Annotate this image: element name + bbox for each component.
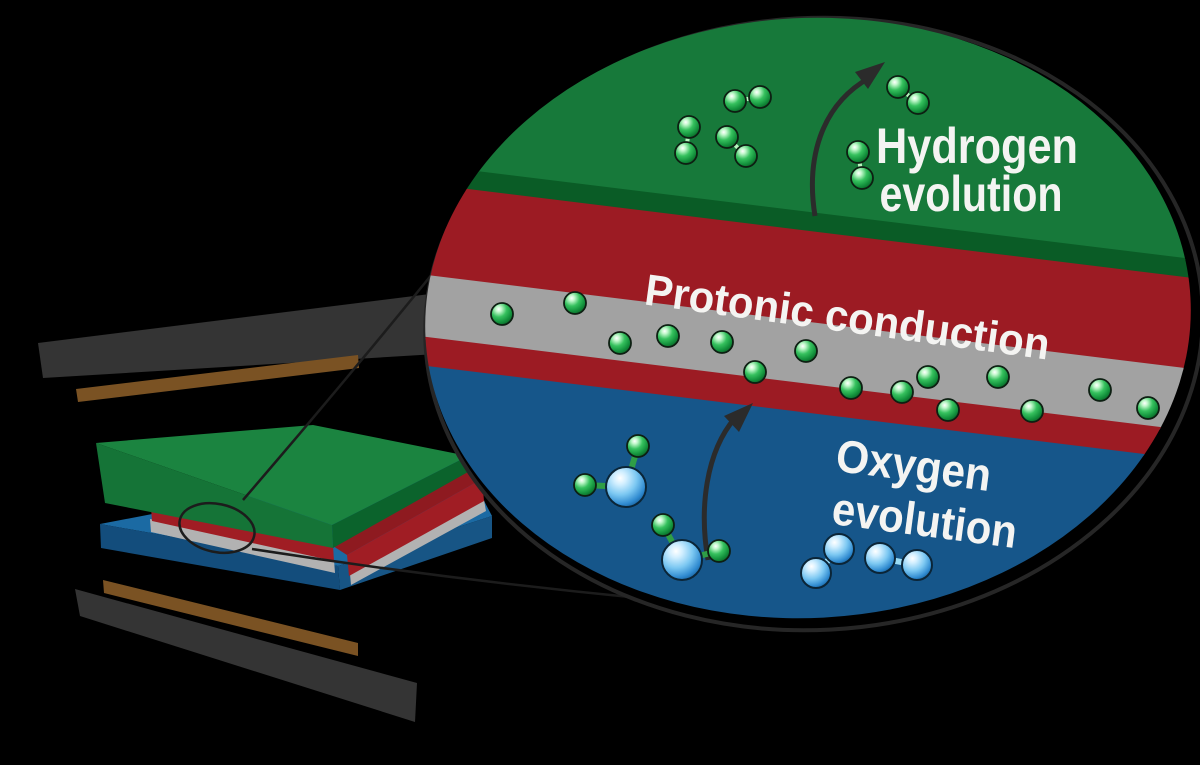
proton (608, 331, 632, 355)
h-atom (707, 539, 731, 563)
lens: Hydrogen evolution Protonic conduction O… (409, 0, 1200, 638)
water-molecule (651, 513, 731, 581)
o-atom (901, 549, 933, 581)
proton (563, 291, 587, 315)
proton (1020, 399, 1044, 423)
h-atom (846, 140, 870, 164)
hydrogen-molecule (723, 85, 772, 113)
o-atom (823, 533, 855, 565)
water-molecules (573, 434, 731, 581)
blue-layer-front-left-face (100, 524, 340, 590)
top-electrode-plate (38, 289, 470, 378)
h-atom (573, 473, 597, 497)
band-electrolyte-gray (409, 247, 1200, 464)
o-atom (605, 466, 647, 508)
bottom-contact-bar (103, 580, 358, 656)
oxygen-arrow (701, 403, 753, 561)
hydrogen-molecules (674, 75, 930, 190)
oxygen-arrow-shaft (701, 416, 737, 561)
proton (1088, 378, 1112, 402)
h-atom (626, 434, 650, 458)
h-atom (723, 89, 747, 113)
proton (986, 365, 1010, 389)
h-atom (651, 513, 675, 537)
green-layer-front-right-face (332, 456, 468, 548)
hydrogen-molecule (715, 125, 758, 168)
proton (1136, 396, 1160, 420)
o-atom (864, 542, 896, 574)
h-atom (850, 166, 874, 190)
hydrogen-evolution-label-line2: evolution (880, 166, 1063, 222)
proton (794, 339, 818, 363)
proton (916, 365, 940, 389)
red-layer-front-right-face (347, 479, 484, 576)
protons (490, 291, 1160, 423)
cell-stack-3d (38, 289, 492, 722)
h-atom (748, 85, 772, 109)
band-dark-green-interface (409, 137, 1200, 311)
band-red-upper (409, 156, 1200, 402)
h-atom (674, 141, 698, 165)
green-layer-front-left-face (96, 443, 333, 548)
gray-layer-front-right-face (350, 500, 486, 585)
oxygen-molecules (800, 533, 933, 589)
proton (743, 360, 767, 384)
proton (839, 376, 863, 400)
hydrogen-arrow-head (855, 62, 885, 89)
band-oxygen-electrode (409, 338, 1200, 638)
band-red-lower (409, 309, 1200, 493)
o-atom (661, 539, 703, 581)
h-atom (886, 75, 910, 99)
o-atom (800, 557, 832, 589)
proton (490, 302, 514, 326)
hydrogen-arrow-shaft (810, 75, 871, 217)
bottom-electrode-plate (75, 589, 417, 722)
blue-layer-front-right-face (338, 516, 492, 590)
hydrogen-evolution-label-line1: Hydrogen (876, 118, 1078, 174)
callout-circle (178, 501, 256, 555)
top-contact-bar (76, 355, 359, 402)
h-atom (734, 144, 758, 168)
hydrogen-molecule (886, 75, 930, 115)
h-atom (677, 115, 701, 139)
water-molecule (573, 434, 650, 508)
oxygen-arrow-head (724, 403, 753, 432)
red-layer-top-face (333, 471, 482, 555)
proton (656, 324, 680, 348)
hydrogen-molecule (846, 140, 874, 190)
h-atom (906, 91, 930, 115)
proton (710, 330, 734, 354)
hydrogen-molecule (674, 115, 701, 165)
h-atom (715, 125, 739, 149)
proton (936, 398, 960, 422)
hydrogen-arrow (810, 62, 885, 217)
gray-layer-front-left-face (150, 519, 335, 573)
proton (890, 380, 914, 404)
oxygen-molecule (800, 533, 855, 589)
green-layer-top-face (96, 425, 468, 525)
lens-content: Hydrogen evolution Protonic conduction O… (409, 0, 1200, 638)
oxygen-molecule (864, 542, 933, 581)
